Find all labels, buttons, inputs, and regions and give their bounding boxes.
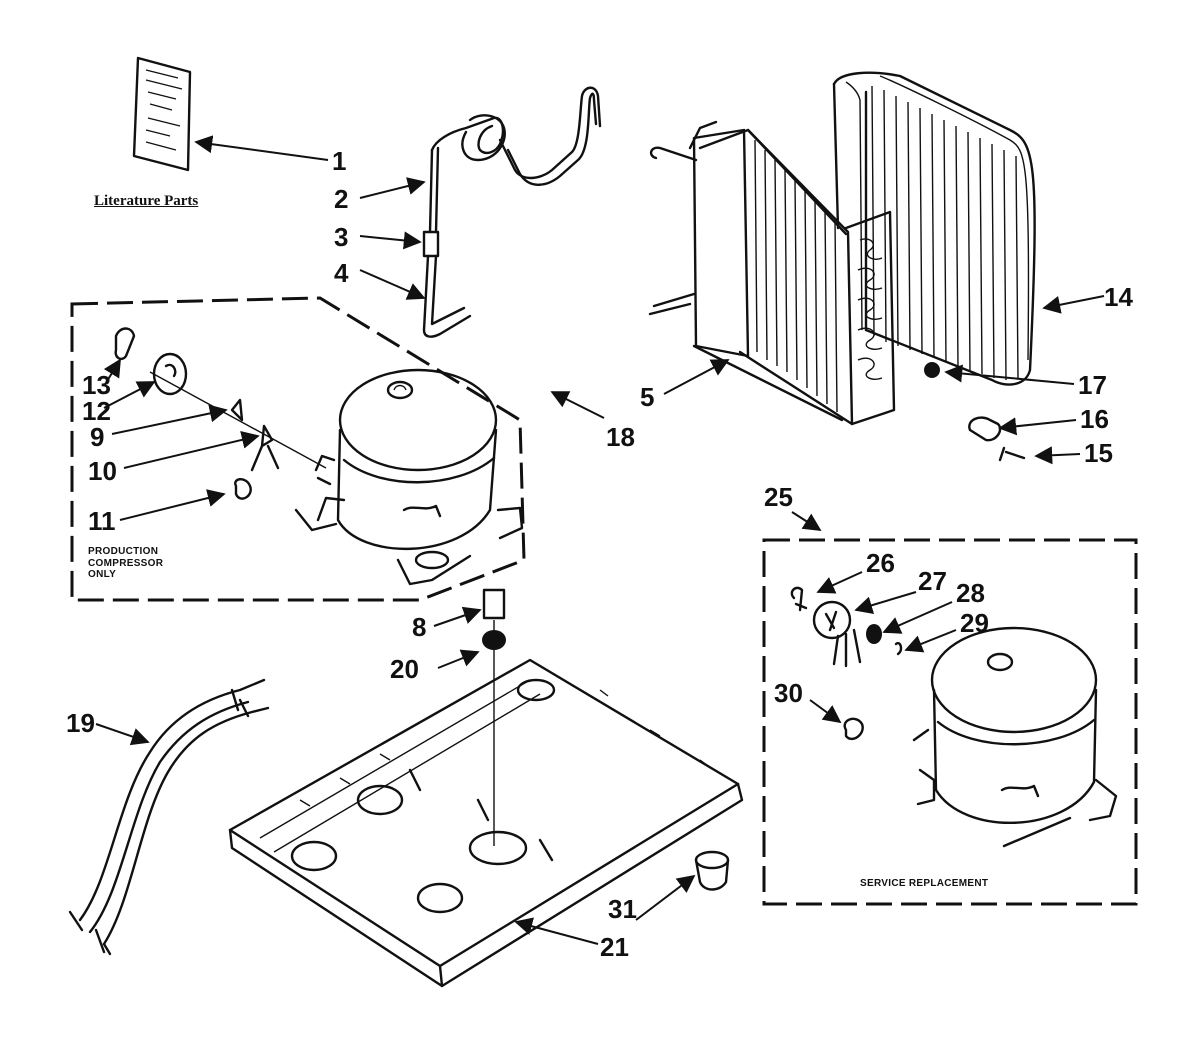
capillary-tube-drawing [422, 86, 602, 338]
callout-31: 31 [608, 894, 637, 924]
callout-25: 25 [764, 482, 793, 512]
callout-17: 17 [1078, 370, 1107, 400]
production-caption-line-1: PRODUCTION [88, 546, 159, 557]
service-replacement-caption: SERVICE REPLACEMENT [860, 878, 989, 889]
callout-28: 28 [956, 578, 985, 608]
callout-21: 21 [600, 932, 629, 962]
callout-29: 29 [960, 608, 989, 638]
callout-18: 18 [606, 422, 635, 452]
callout-leaders [95, 135, 1105, 945]
power-cord-drawing [68, 678, 270, 956]
service-replacement-box [762, 538, 1138, 906]
callout-4: 4 [334, 258, 349, 288]
callout-16: 16 [1080, 404, 1109, 434]
callout-27: 27 [918, 566, 947, 596]
leveling-foot-drawing [694, 850, 730, 891]
callout-5: 5 [640, 382, 655, 412]
literature-parts-caption: Literature Parts [94, 193, 199, 209]
condenser-drawing [648, 120, 896, 426]
production-compressor-drawing [294, 368, 524, 586]
starter-relay-parts-drawing [114, 327, 327, 500]
callout-15: 15 [1084, 438, 1113, 468]
callout-10: 10 [88, 456, 117, 486]
callout-13: 13 [82, 370, 111, 400]
callout-30: 30 [774, 678, 803, 708]
mounting-parts-drawing [482, 588, 506, 846]
callout-12: 12 [82, 396, 111, 426]
callout-1: 1 [332, 146, 347, 176]
literature-card-drawing [132, 56, 192, 172]
production-caption-line-3: ONLY [88, 569, 117, 580]
callout-14: 14 [1104, 282, 1133, 312]
callout-11: 11 [88, 506, 116, 536]
callout-9: 9 [90, 422, 105, 452]
production-compressor-caption: PRODUCTION COMPRESSOR ONLY [88, 546, 163, 581]
production-caption-line-2: COMPRESSOR [88, 557, 164, 569]
callout-3: 3 [334, 222, 349, 252]
callout-8: 8 [412, 612, 427, 642]
callout-2: 2 [334, 184, 349, 214]
callout-26: 26 [866, 548, 895, 578]
service-compressor-drawing [912, 626, 1118, 848]
production-compressor-box [70, 296, 526, 602]
callout-19: 19 [66, 708, 95, 738]
service-relay-parts-drawing [790, 586, 903, 741]
grommet-screw-drawing [924, 362, 1026, 462]
callout-20: 20 [390, 654, 419, 684]
evaporator-coil-drawing [832, 71, 1036, 386]
base-pan-drawing [228, 658, 744, 988]
